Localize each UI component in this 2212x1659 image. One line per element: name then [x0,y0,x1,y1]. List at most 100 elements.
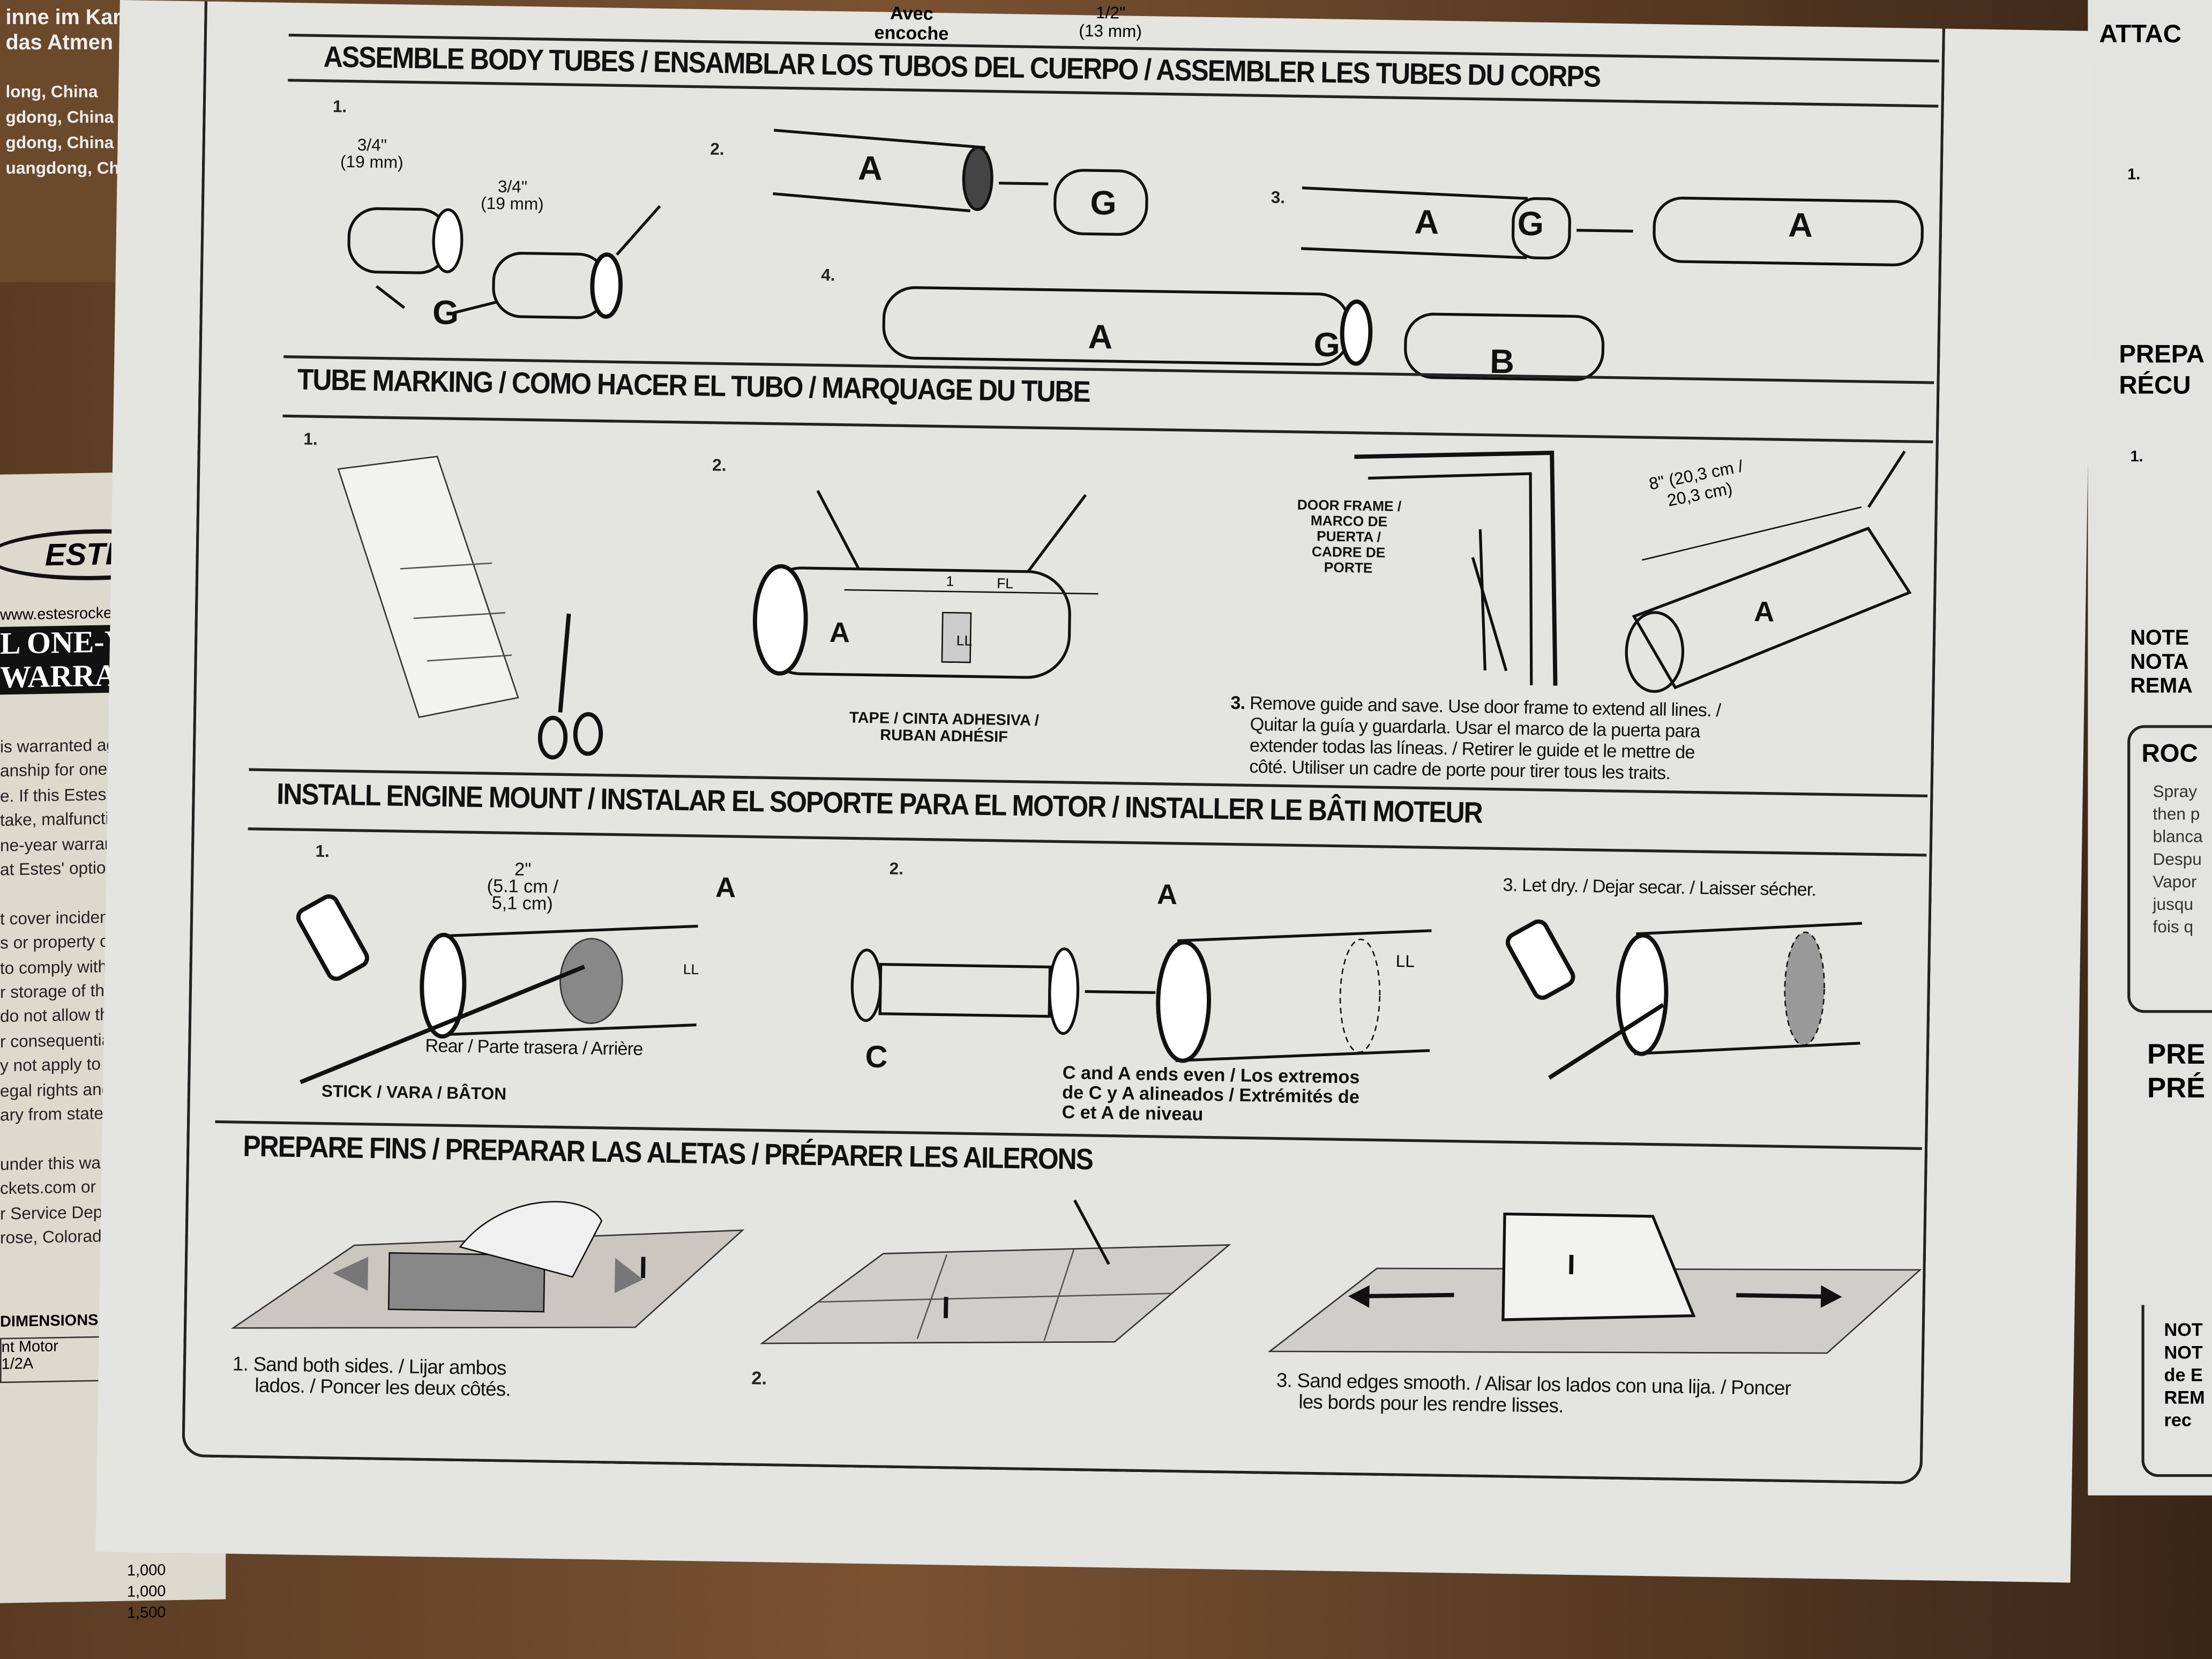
step-number: 2. [751,1367,767,1389]
tube-a-b-join-illustration [882,286,1605,382]
guide-mark: LL [956,634,973,650]
bg-line: blanca [2153,826,2203,847]
bg-line: REM [2164,1386,2205,1408]
dimensions-title: DIMENSIONS [0,1312,99,1331]
step-number: 1. [303,429,318,449]
step-number: 1. [332,96,347,117]
bg-box-text: Spray then p blanca Despu Vapor jusqu fo… [2130,780,2212,938]
bg-note-line: REMA [2130,674,2193,699]
table-cell: 1,000 [126,1562,166,1580]
part-label-a: A [829,618,850,649]
instruction-sheet: Avec encoche 1/2" (13 mm) ASSEMBLE BODY … [95,0,2095,1583]
bg-heading-line: PREPA [2119,340,2205,369]
ends-even-label: C and A ends even / Los extremos de C y … [1062,1062,1359,1127]
step-number: 2. [712,455,727,475]
part-label-g: G [1090,184,1117,223]
bg-heading-line: PRÉ [2147,1073,2206,1105]
fin-label: I [1567,1250,1576,1282]
bg-line: jusqu [2153,894,2194,914]
door-text: PORTE [1324,561,1373,577]
bg-text: inne im Kar [5,5,121,30]
table-cell: 1,500 [126,1604,166,1623]
bg-heading: ATTAC [2099,19,2182,48]
bg-text: gdong, China [5,132,114,153]
door-frame-label: DOOR FRAME / MARCO DE PUERTA / CADRE DE … [1296,498,1402,578]
guide-mark: FL [996,577,1014,593]
bg-line: Despu [2153,849,2202,869]
tape-label: TAPE / CINTA ADHESIVA /RUBAN ADHÉSIF [849,710,1039,747]
guide-mark: 1 [946,574,954,591]
bg-note: NOTE NOTA REMA [2130,626,2192,698]
engine-mount-drying-illustration [1505,919,1862,1080]
tube-join-illustration [1301,186,1924,266]
step-number: 2. [889,858,904,879]
ll-mark: LL [683,962,699,978]
step-number: 1. [315,841,330,862]
marking-step3-text: 3. Remove guide and save. Use door frame… [1229,692,1721,784]
part-label-g: G [1517,205,1544,244]
bg-note-box: NOT NOT de E REM rec [2141,1305,2212,1477]
tube-a-coupler-illustration [773,129,1148,236]
bg-note-line: NOTE [2130,626,2189,651]
step-text: lados. / Poncer les deux côtés. [255,1373,511,1400]
stick-label: STICK / VARA / BÂTON [321,1081,507,1104]
bg-line: Vapor [2153,872,2197,892]
part-label-a: A [715,872,736,905]
part-label-g: G [432,294,459,333]
dim-text: (19 mm) [340,151,403,173]
table-header: nt Motor [1,1338,58,1357]
marking-fins-illustration [759,1199,1231,1344]
part-label-a: A [1753,597,1775,629]
table-cell: 1,000 [126,1583,166,1601]
part-label-c: C [865,1038,888,1075]
door-text: DOOR FRAME / [1297,498,1402,515]
bg-line: NOT [2164,1319,2203,1341]
right-instruction-sheet: ATTAC 1. PREPA RÉCU 1. NOTE NOTA REMA RO… [2088,0,2212,1496]
rear-label: Rear / Parte trasera / Arrière [425,1035,643,1059]
door-text: CADRE DE [1311,545,1386,562]
part-label-a: A [1088,318,1113,357]
bg-text: long, China [5,81,98,102]
bg-note-line: NOTA [2130,650,2189,675]
sanding-fins-illustration [230,1201,745,1329]
part-label-a: A [1414,204,1439,243]
marking-guide-scissors-illustration [337,455,603,760]
step-number: 3. [1271,187,1286,207]
bg-step: 1. [2130,449,2143,466]
bg-line: NOT [2164,1341,2203,1363]
bg-line: Spray [2153,781,2198,802]
bg-heading: PRE PRÉ [2147,1038,2205,1106]
tape-text: TAPE / CINTA ADHESIVA / [849,709,1040,730]
part-label-a: A [1156,879,1178,911]
engine-mount-insert-illustration [850,929,1432,1063]
bg-step: 1. [2127,166,2141,184]
step-number: 3. [1230,692,1245,714]
step-number: 2. [709,139,724,159]
bg-heading-line: PRE [2147,1040,2206,1071]
bg-text: gdong, China [5,107,114,127]
part-label-a: A [1788,206,1813,245]
bg-heading: ROC [2141,739,2198,768]
bg-heading: PREPA RÉCU [2119,339,2204,401]
door-text: PUERTA / [1316,529,1381,547]
part-label-g: G [1313,326,1341,365]
bg-line: then p [2153,804,2200,824]
bg-line: rec [2164,1409,2192,1431]
tube-marking-illustration [752,490,1098,679]
sanding-fin-edges-illustration [1267,1212,1922,1354]
door-text: MARCO DE [1310,514,1388,531]
dimensions-values: 1,000 1,000 1,500 [127,1560,212,1625]
step-number: 4. [820,265,835,285]
bg-line: de E [2164,1364,2203,1386]
part-label-a: A [857,150,883,189]
bg-line: fois q [2153,917,2194,937]
ll-mark: LL [1395,951,1415,972]
dimension-label: 3/4"(19 mm) [340,135,404,173]
bg-box: ROC Spray then p blanca Despu Vapor jusq… [2127,725,2212,1013]
tape-text: RUBAN ADHÉSIF [879,727,1008,746]
door-frame-illustration [1354,451,1558,686]
tube-coupler-illustration [347,205,661,319]
bg-heading-line: RÉCU [2119,371,2191,400]
